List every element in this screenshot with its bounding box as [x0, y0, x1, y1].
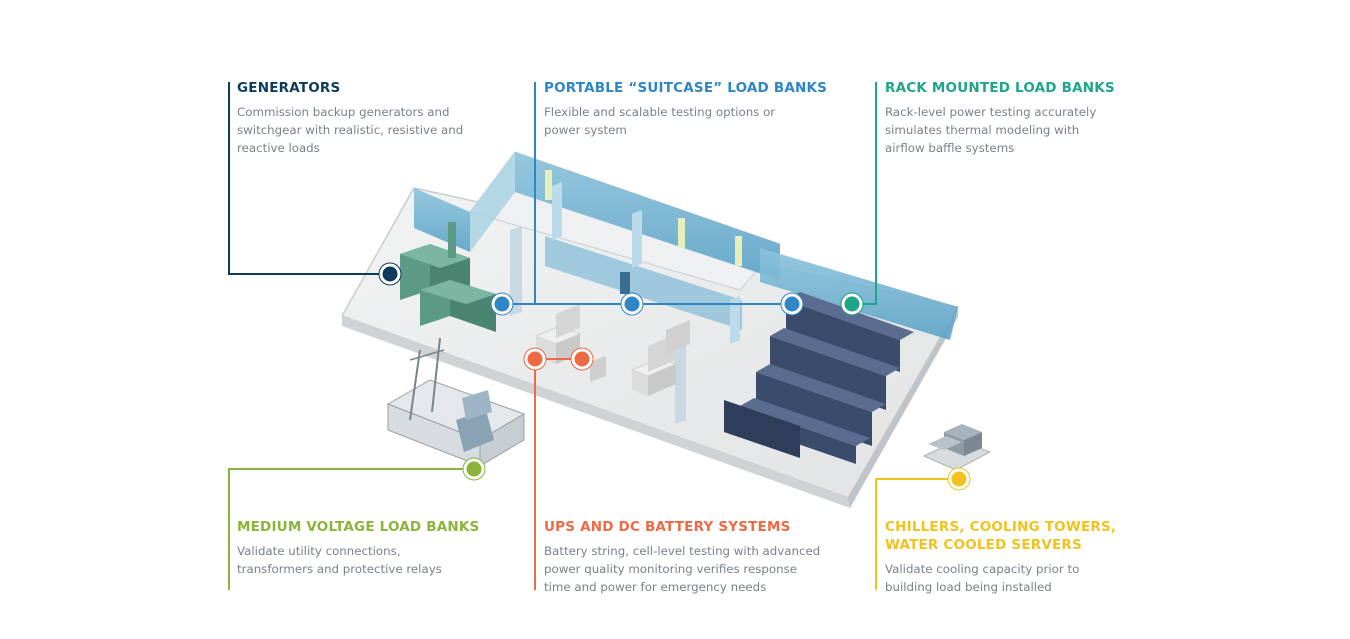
rack-marker	[841, 293, 863, 315]
callout-title: GENERATORS	[237, 80, 341, 96]
generator-equipment	[400, 222, 496, 332]
callout-text: Validate utility connections, transforme…	[237, 544, 442, 576]
chillers-connector	[875, 478, 959, 590]
ups-cabinets	[534, 304, 690, 396]
ups-marker-2	[571, 348, 593, 370]
callout-text: Commission backup generators and switchg…	[237, 105, 464, 155]
medium-voltage-connector	[228, 468, 474, 590]
substation	[386, 337, 526, 467]
chiller-units	[922, 424, 992, 471]
generators-connector	[228, 82, 390, 275]
portable-marker-1	[491, 293, 513, 315]
portable-marker-2	[621, 293, 643, 315]
callout-text: Flexible and scalable testing options or…	[544, 105, 776, 137]
callout-title: CHILLERS, COOLING TOWERS, WATER COOLED S…	[885, 519, 1117, 553]
callout-title: RACK MOUNTED LOAD BANKS	[885, 80, 1115, 96]
ups-marker-1	[524, 348, 546, 370]
callout-medium-voltage: MEDIUM VOLTAGE LOAD BANKS Validate utili…	[237, 518, 517, 578]
callout-generators: GENERATORS Commission backup generators …	[237, 79, 517, 157]
callout-text: Rack-level power testing accurately simu…	[885, 105, 1097, 155]
markers[interactable]	[378, 262, 971, 491]
medium-voltage-marker	[463, 458, 485, 480]
callout-ups: UPS AND DC BATTERY SYSTEMS Battery strin…	[544, 518, 854, 596]
chillers-marker	[948, 468, 970, 490]
callout-text: Validate cooling capacity prior to build…	[885, 562, 1080, 594]
callout-chillers: CHILLERS, COOLING TOWERS, WATER COOLED S…	[885, 518, 1145, 596]
callout-title: PORTABLE “SUITCASE” LOAD BANKS	[544, 80, 828, 96]
callout-title: MEDIUM VOLTAGE LOAD BANKS	[237, 519, 480, 535]
callout-rack: RACK MOUNTED LOAD BANKS Rack-level power…	[885, 79, 1145, 157]
portable-marker-3	[781, 293, 803, 315]
rack-connector	[852, 82, 877, 305]
callout-portable: PORTABLE “SUITCASE” LOAD BANKS Flexible …	[544, 79, 844, 139]
server-racks	[724, 292, 914, 464]
generators-marker	[379, 263, 401, 285]
connector-lines	[228, 82, 959, 590]
callout-text: Battery string, cell-level testing with …	[544, 544, 821, 594]
callout-title: UPS AND DC BATTERY SYSTEMS	[544, 519, 791, 535]
